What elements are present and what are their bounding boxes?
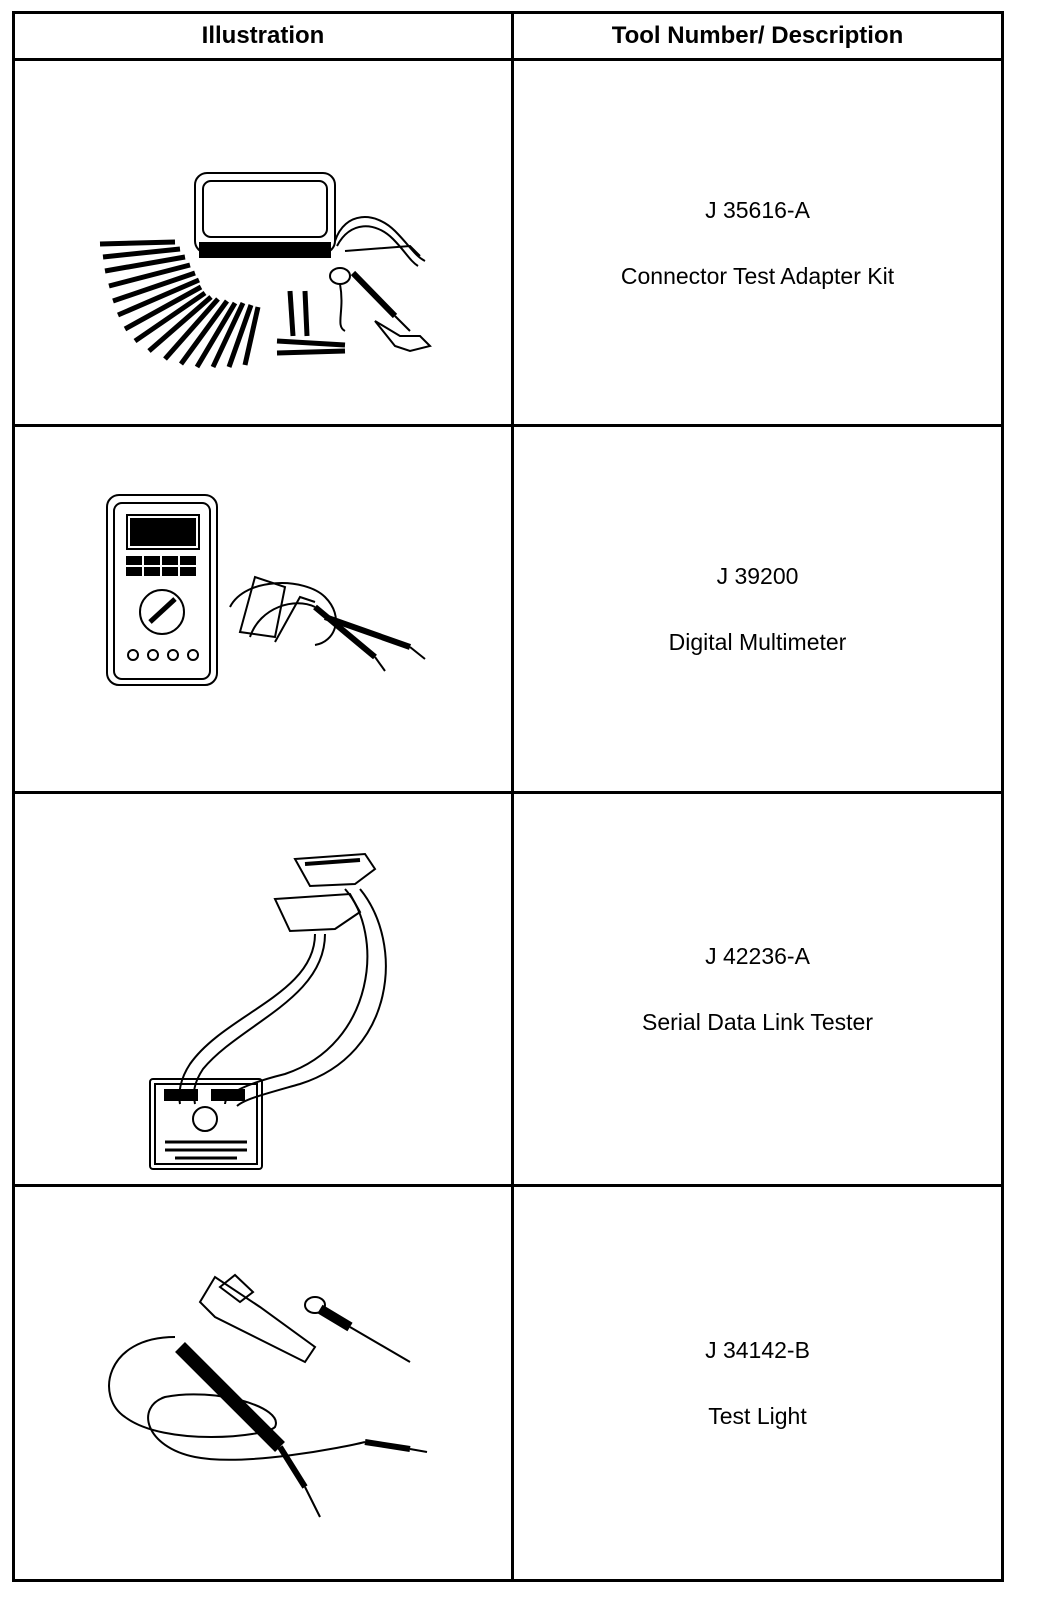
row-divider [15,424,1001,427]
tool-number: J 34142-B [705,1337,810,1363]
row-divider [15,58,1001,61]
row-divider [15,1184,1001,1187]
tool-description: Test Light [708,1403,807,1429]
tool-description: Serial Data Link Tester [642,1009,873,1035]
tool-description: Digital Multimeter [668,629,847,655]
tool-number: J 35616-A [705,196,810,223]
digital-multimeter-icon [15,427,511,791]
row-divider [15,791,1001,794]
header-illustration: Illustration [201,22,325,49]
table-row: J 39200 Digital Multimeter [15,427,1001,791]
header-tool-number-description: Tool Number/ Description [611,22,904,49]
tool-number: J 39200 [716,563,799,589]
tool-number: J 42236-A [705,943,810,969]
connector-test-adapter-kit-icon [15,61,511,424]
tools-table: Illustration Tool Number/ Description [12,11,1004,1582]
tool-description: Connector Test Adapter Kit [620,262,895,289]
table-row: J 42236-A Serial Data Link Tester [15,794,1001,1184]
table-row: J 34142-B Test Light [15,1187,1001,1579]
test-light-icon [15,1187,511,1579]
column-divider [511,14,514,1579]
serial-data-link-tester-icon [15,794,511,1184]
table-row: J 35616-A Connector Test Adapter Kit [15,61,1001,424]
